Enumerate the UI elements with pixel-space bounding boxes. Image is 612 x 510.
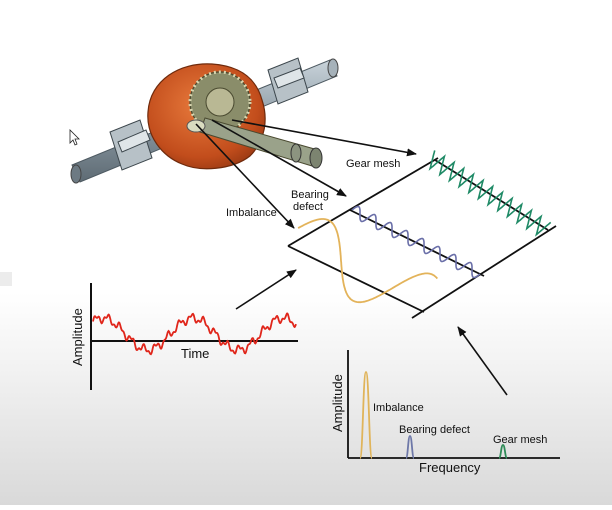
spectrum-plot: Amplitude Frequency Imbalance Bearing de… — [330, 350, 560, 475]
label-bearing-defect-2: defect — [293, 201, 323, 213]
spectrum-label-bearing: Bearing defect — [399, 424, 470, 436]
depth-axis-right — [411, 225, 557, 319]
pinion-flange — [309, 147, 323, 169]
arrow-imbalance — [195, 123, 295, 229]
pointer-arrows — [195, 119, 508, 396]
label-imbalance: Imbalance — [226, 207, 277, 219]
axle-end-right — [327, 58, 339, 78]
ring-gear-teeth — [188, 70, 252, 134]
depth-axis-left — [287, 157, 439, 247]
spectrum-xlabel: Frequency — [419, 460, 481, 475]
spectrum-label-gear: Gear mesh — [493, 434, 547, 446]
spectrum-peak-gear — [498, 444, 508, 459]
spectrum-peak-imbalance — [359, 371, 373, 459]
time-plot-xlabel: Time — [181, 346, 209, 361]
arrow-gear-mesh — [231, 119, 417, 157]
component-waves — [297, 150, 552, 304]
spectrum-ylabel: Amplitude — [330, 374, 345, 432]
time-signal — [92, 312, 297, 356]
ring-gear-hub — [205, 87, 235, 117]
arrow-spectrum-to-3d — [457, 326, 508, 396]
arrow-bearing — [211, 119, 347, 197]
label-gear-mesh: Gear mesh — [346, 158, 400, 170]
label-bearing-defect-1: Bearing — [291, 189, 329, 201]
bearing-defect-wave — [351, 205, 481, 279]
track-bearing — [349, 209, 485, 277]
mouse-cursor-icon — [69, 129, 80, 146]
axle-end-left — [70, 164, 82, 184]
gear-mesh-wave — [428, 150, 552, 237]
edge-shade — [0, 272, 12, 286]
axle-brackets — [109, 57, 309, 171]
time-plot: Amplitude Time — [70, 283, 298, 390]
spectrum-label-imbalance: Imbalance — [373, 402, 424, 414]
track-imbalance — [287, 245, 425, 313]
imbalance-wave — [297, 218, 439, 304]
arrow-time-to-3d — [235, 269, 297, 310]
time-plot-ylabel: Amplitude — [70, 308, 85, 366]
axle-illustration — [70, 57, 339, 184]
spectrum-peak-bearing — [405, 435, 415, 459]
